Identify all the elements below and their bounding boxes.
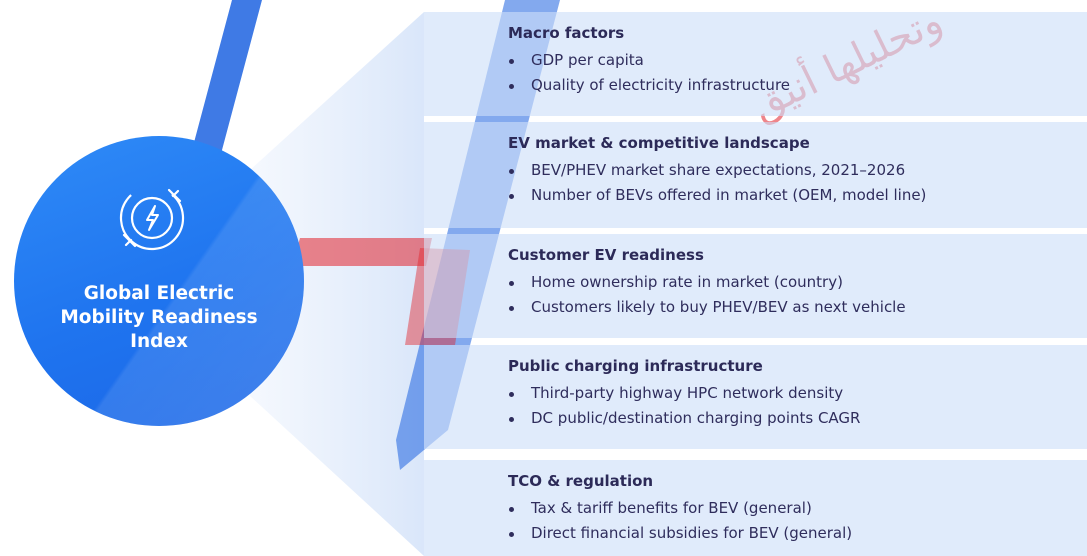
factor-title: EV market & competitive landscape: [508, 134, 810, 152]
factor-list: Home ownership rate in market (country) …: [508, 270, 906, 320]
factor-box-customer: Customer EV readiness Home ownership rat…: [424, 234, 1087, 338]
factor-item: Direct financial subsidies for BEV (gene…: [508, 521, 852, 546]
factor-item: GDP per capita: [508, 48, 790, 73]
factor-box-macro: Macro factors GDP per capita Quality of …: [424, 12, 1087, 116]
factor-box-ev-market: EV market & competitive landscape BEV/PH…: [424, 122, 1087, 228]
factor-list: Tax & tariff benefits for BEV (general) …: [508, 496, 852, 546]
factor-item: Tax & tariff benefits for BEV (general): [508, 496, 852, 521]
factor-title: Customer EV readiness: [508, 246, 704, 264]
factor-item: Quality of electricity infrastructure: [508, 73, 790, 98]
factor-title: TCO & regulation: [508, 472, 654, 490]
factor-title: Macro factors: [508, 24, 625, 42]
ev-charging-plug-icon: [119, 185, 185, 251]
factor-item: Third-party highway HPC network density: [508, 381, 860, 406]
factor-box-tco: TCO & regulation Tax & tariff benefits f…: [424, 460, 1087, 556]
factor-item: Home ownership rate in market (country): [508, 270, 906, 295]
factor-list: Third-party highway HPC network density …: [508, 381, 860, 431]
index-title: Global Electric Mobility Readiness Index: [60, 283, 258, 352]
factor-item: Number of BEVs offered in market (OEM, m…: [508, 183, 926, 208]
factor-box-charging: Public charging infrastructure Third-par…: [424, 345, 1087, 449]
factor-item: DC public/destination charging points CA…: [508, 406, 860, 431]
factor-list: BEV/PHEV market share expectations, 2021…: [508, 158, 926, 208]
factor-title: Public charging infrastructure: [508, 357, 763, 375]
factor-item: BEV/PHEV market share expectations, 2021…: [508, 158, 926, 183]
index-circle: Global Electric Mobility Readiness Index: [14, 136, 304, 426]
factor-list: GDP per capita Quality of electricity in…: [508, 48, 790, 98]
factor-item: Customers likely to buy PHEV/BEV as next…: [508, 295, 906, 320]
